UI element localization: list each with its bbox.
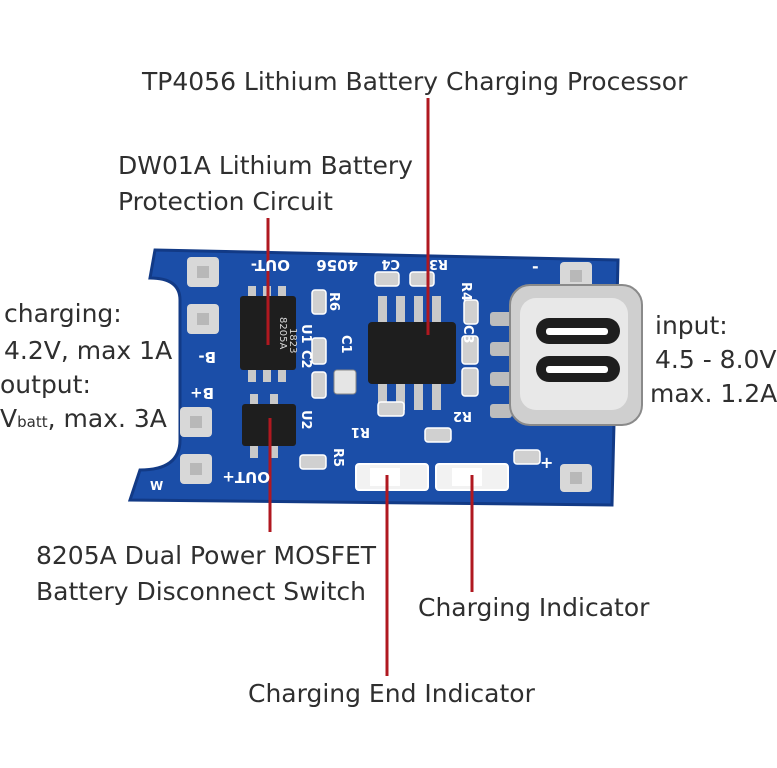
silk-r4: R4 — [458, 282, 473, 301]
silk-minus: - — [532, 257, 539, 276]
silk-c3: C3 — [460, 325, 475, 344]
silk-c2: C2 — [298, 350, 313, 369]
charging-spec-heading: charging: — [4, 299, 122, 328]
output-max: , max. 3A — [47, 404, 167, 433]
silk-chip-id: 4056 — [316, 256, 358, 274]
output-v: V — [0, 404, 18, 433]
silk-r3: R3 — [429, 256, 448, 271]
inductor — [333, 369, 357, 395]
charging-spec-value: 4.2V, max 1A — [4, 336, 173, 365]
mosfet-label-line2: Battery Disconnect Switch — [36, 577, 366, 606]
silk-b-minus: B- — [198, 348, 216, 366]
usb-c-connector — [490, 284, 643, 426]
silk-u2: U2 — [298, 410, 313, 430]
silk-plus: + — [540, 453, 553, 472]
dw01a-label-line2: Protection Circuit — [118, 187, 333, 216]
chip-marking-1: 8205A — [277, 317, 288, 349]
chip-marking-2: 1823 — [287, 328, 298, 353]
silk-u1: U1 — [298, 324, 313, 344]
charging-end-indicator-label: Charging End Indicator — [248, 679, 535, 708]
tp4056-label: TP4056 Lithium Battery Charging Processo… — [142, 67, 688, 96]
silk-c1: C1 — [338, 335, 353, 354]
left-pads — [180, 257, 219, 484]
charging-indicator-label: Charging Indicator — [418, 593, 650, 622]
output-spec-value: Vbatt, max. 3A — [0, 403, 167, 434]
input-max-current: max. 1.2A — [650, 379, 777, 408]
output-spec-heading: output: — [0, 370, 91, 399]
silk-corner-mark: W — [150, 479, 163, 493]
silk-out-minus: OUT- — [251, 256, 290, 274]
silk-c4: C4 — [381, 256, 400, 271]
mosfet-label-line1: 8205A Dual Power MOSFET — [36, 541, 377, 570]
silk-out-plus: OUT+ — [222, 468, 270, 486]
input-spec-heading: input: — [655, 311, 728, 340]
input-voltage-range: 4.5 - 8.0V — [655, 345, 777, 374]
output-vbatt-subscript: batt — [17, 413, 48, 431]
right-pads — [560, 262, 592, 492]
silk-r2: R2 — [453, 408, 472, 423]
silk-r6: R6 — [326, 292, 341, 311]
smd-components — [299, 271, 541, 470]
tp4056-chip — [368, 296, 456, 410]
silk-r1: R1 — [351, 424, 370, 439]
silk-r5: R5 — [330, 448, 345, 467]
silk-b-plus: B+ — [190, 384, 214, 402]
led-indicators — [355, 463, 509, 491]
dw01a-label-line1: DW01A Lithium Battery — [118, 151, 413, 180]
leader-lines — [266, 98, 474, 676]
